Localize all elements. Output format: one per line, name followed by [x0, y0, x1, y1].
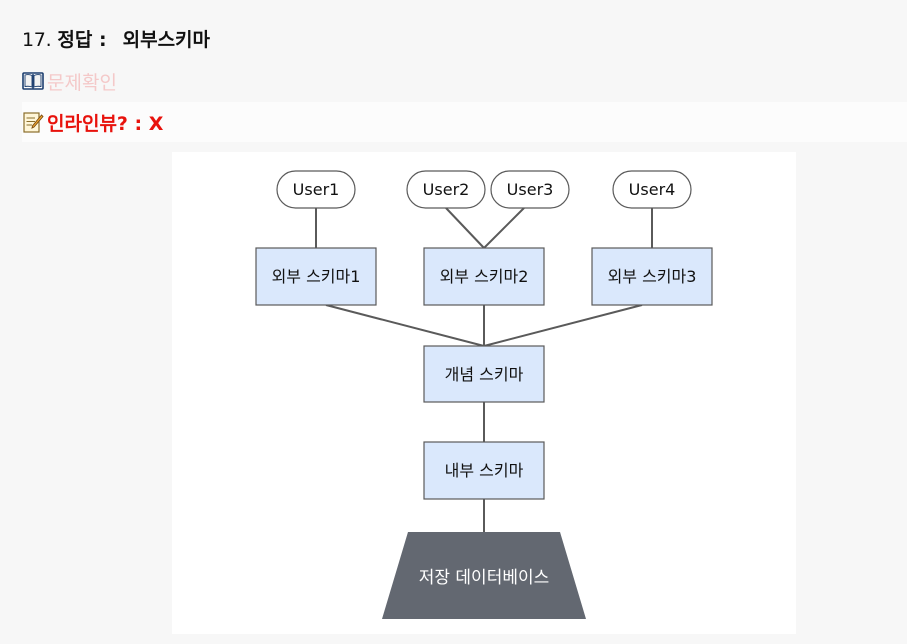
user-label-3: User3 [507, 180, 554, 199]
internal-schema: 내부 스키마 [423, 441, 545, 500]
question-number: 17. [22, 29, 52, 51]
schema-diagram: User1 User2 User3 User4 외부 스키마1 외부 스키마2 … [172, 152, 796, 634]
external-schema-2: 외부 스키마2 [423, 247, 545, 306]
question-header: 17. 정답 : 외부스키마 [22, 27, 210, 53]
review-note: 인라인뷰? : X [47, 112, 164, 135]
line-user2-ext2 [445, 207, 485, 249]
check-question-row[interactable]: 문제확인 [22, 61, 907, 101]
line-ext1-concept [325, 304, 485, 347]
line-user3-ext2 [483, 207, 525, 249]
line-ext3-concept [483, 304, 643, 347]
user-node-3: User3 [490, 170, 570, 209]
check-question-link[interactable]: 문제확인 [47, 71, 117, 94]
stored-database-label: 저장 데이터베이스 [419, 568, 550, 588]
external-schema-label-2: 외부 스키마2 [440, 267, 529, 286]
schema-diagram-svg: User1 User2 User3 User4 외부 스키마1 외부 스키마2 … [255, 170, 713, 619]
open-book-icon [22, 70, 44, 92]
memo-icon [22, 111, 44, 133]
external-schema-label-3: 외부 스키마3 [608, 267, 697, 286]
user-node-1: User1 [276, 170, 356, 209]
internal-schema-label: 내부 스키마 [445, 461, 524, 480]
review-row: 인라인뷰? : X [22, 102, 907, 142]
conceptual-schema: 개념 스키마 [423, 345, 545, 403]
connector-lines [315, 207, 653, 532]
user-label-1: User1 [293, 180, 340, 199]
answer-label: 정답 : [57, 29, 107, 51]
external-schema-label-1: 외부 스키마1 [272, 267, 361, 286]
external-schema-3: 외부 스키마3 [591, 247, 713, 306]
external-schema-1: 외부 스키마1 [255, 247, 377, 306]
answer-text: 외부스키마 [122, 29, 211, 51]
user-label-4: User4 [629, 180, 676, 199]
user-node-2: User2 [406, 170, 486, 209]
conceptual-schema-label: 개념 스키마 [445, 365, 524, 384]
stored-database: 저장 데이터베이스 [382, 532, 586, 619]
user-node-4: User4 [612, 170, 692, 209]
user-label-2: User2 [423, 180, 470, 199]
